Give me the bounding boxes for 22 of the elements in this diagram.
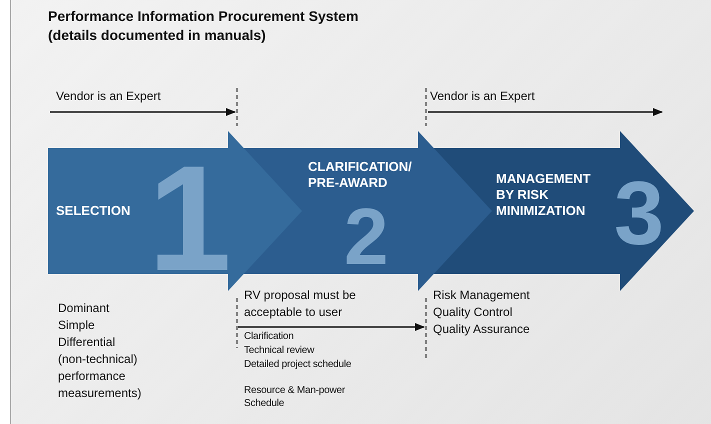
- step-label: CLARIFICATION/ PRE-AWARD: [308, 159, 413, 191]
- note-text: RV proposal must be acceptable to user: [244, 287, 357, 321]
- note-text: Quality Control: [433, 304, 512, 321]
- note-text: Clarification: [244, 330, 295, 343]
- arrow-label: Vendor is an Expert: [430, 88, 535, 105]
- caption: (details documented in manuals): [48, 27, 266, 43]
- step-label: MANAGEMENT BY RISK MINIMIZATION: [496, 171, 592, 219]
- arrow-label: Vendor is an Expert: [56, 88, 161, 105]
- note-text: Dominant: [58, 300, 110, 317]
- step-number: 2: [344, 197, 388, 277]
- title: Performance Information Procurement System: [48, 8, 358, 24]
- note-text: Technical review: [244, 344, 316, 357]
- step-number: 3: [614, 169, 664, 259]
- note-text: Detailed project schedule: [244, 358, 352, 371]
- note-text: Risk Management: [433, 287, 530, 304]
- note-text: Quality Assurance: [433, 321, 530, 338]
- note-text: Simple: [58, 317, 95, 334]
- note-text: (non-technical) performance measurements): [58, 351, 142, 402]
- note-text: Differential: [58, 334, 116, 351]
- note-text: Resource & Man-power Schedule: [244, 384, 346, 410]
- step-label: SELECTION: [56, 203, 132, 219]
- step-number: 1: [148, 143, 232, 293]
